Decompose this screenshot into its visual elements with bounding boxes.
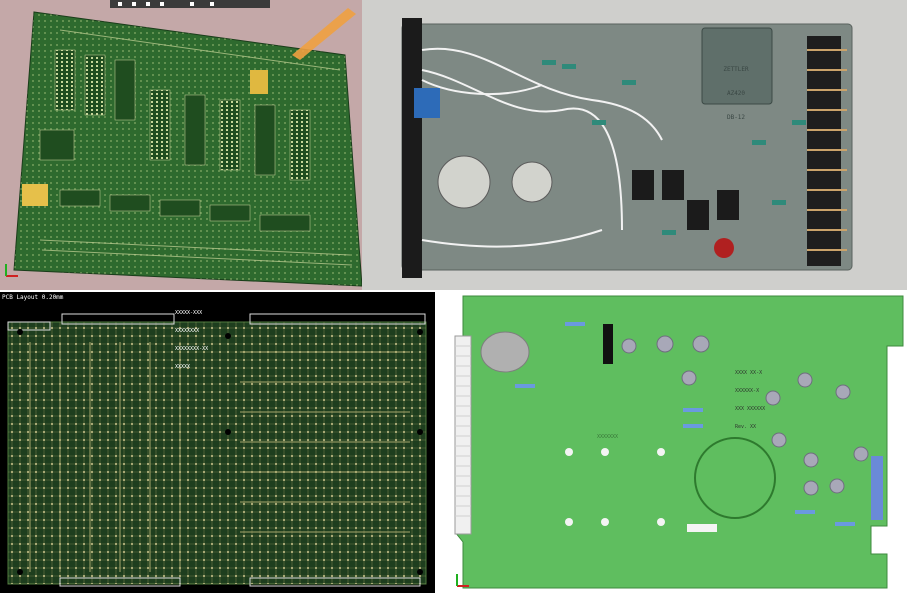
pcb-layout-panel: PCB Layout 0.20mm XXXXX-XXX XXXXXXXX XXX… [0,292,435,593]
blue-component [414,88,440,118]
flat-mounting-holes [565,448,665,526]
serial-line-3: XXX XXXXXX [735,406,766,412]
side-connector [871,456,883,520]
gold-component-left [22,184,48,206]
zettler-relay [701,27,773,105]
serial-line-4: Rev. XX [735,424,757,430]
relay-label: ZETTLER AZ420 DB-12 [714,50,758,138]
serial-line-1: XXXX XX-X [735,370,763,376]
front-panel [402,18,422,278]
flat-label-plate [687,524,717,532]
part-line-4: XXXXX [175,364,191,370]
pcb-photo-panel: ZETTLER AZ420 DB-12 [362,0,907,290]
part-line-1: XXXXX-XXX [175,310,203,316]
tube-socket-outline [694,437,776,519]
flat-board-serial: XXXX XX-X XXXXXX-X XXX XXXXXX Rev. XX [735,358,765,442]
flat-center-label: XXXXXXX [597,434,619,440]
pcb-layout [0,292,435,593]
relay-line-3: DB-12 [726,114,746,121]
pcb-3d-render-panel [0,0,362,290]
layout-connector-top [61,313,175,325]
ic-chips [632,170,739,230]
layout-traces [29,342,410,572]
mounting-hole-1 [437,155,491,209]
gold-component-top [250,70,268,94]
light-beam [292,8,356,60]
red-capacitor [714,238,734,258]
layout-part-number: XXXXX-XXX XXXXXXXX XXXXXXXX-XX XXXXX [175,298,208,382]
part-line-2: XXXXXXXX [175,328,200,334]
part-line-3: XXXXXXXX-XX [175,346,209,352]
mounting-hole-2 [511,161,553,203]
layout-title: PCB Layout 0.20mm [2,294,64,301]
pcb-flat-render-panel: XXXX XX-X XXXXXX-X XXX XXXXXX Rev. XX XX… [435,292,907,593]
flat-resistors [515,322,855,526]
pcb-flat-render [435,292,907,593]
layout-connector-right [249,313,426,325]
flat-capacitors [621,335,869,496]
transistor-to3 [480,331,530,373]
pcb-3d-render [0,0,362,290]
resistors [542,60,806,235]
black-ic-strip [603,324,613,364]
relay-line-2: AZ420 [726,90,746,97]
serial-line-2: XXXXXX-X [735,388,760,394]
pcb-board-photo [401,23,853,271]
pcb-photo [362,0,907,290]
layout-connector-small [7,321,51,331]
relay-line-1: ZETTLER [723,66,749,73]
wiring-harness [421,47,663,248]
